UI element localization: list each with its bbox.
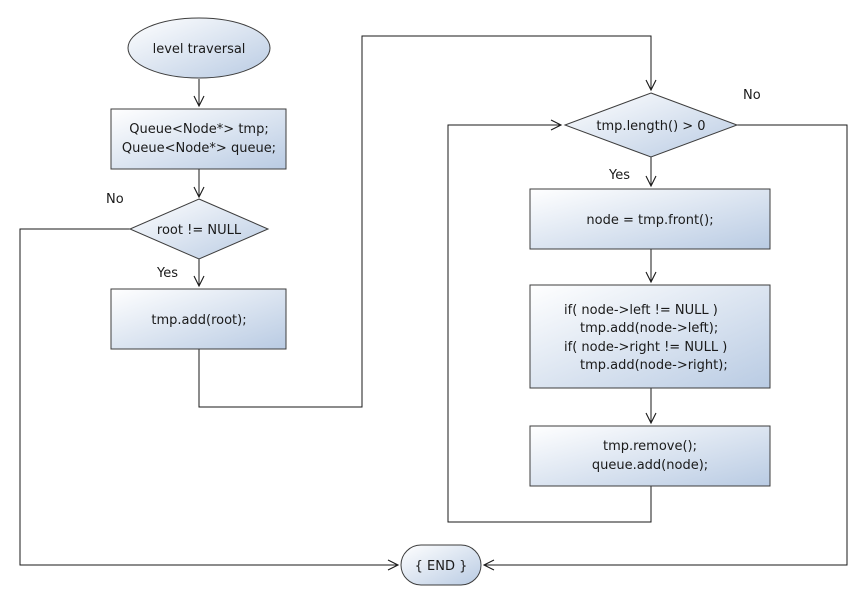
loop-check-diamond: [563, 92, 739, 158]
node-assign-box: [529, 188, 771, 250]
node-assign-process: node = tmp.front();: [529, 188, 771, 250]
loop-check-decision: tmp.length() > 0 No Yes: [563, 88, 761, 183]
root-check-decision: root != NULL No Yes: [106, 192, 270, 281]
connectors: [19, 35, 848, 571]
children-line-4: tmp.add(node->right);: [580, 358, 728, 373]
add-root-label: tmp.add(root);: [151, 313, 246, 328]
children-process: if( node->left != NULL ) tmp.add(node->l…: [529, 284, 771, 389]
start-node: level traversal: [127, 17, 271, 79]
end-node: { END }: [400, 544, 482, 586]
root-check-yes-label: Yes: [156, 266, 178, 281]
children-line-3: if( node->right != NULL ): [564, 340, 727, 355]
edge-loop-no-to-end: [482, 124, 848, 571]
root-check-no-label: No: [106, 192, 124, 207]
edge-root-no-to-end: [19, 228, 400, 571]
remove-line-1: tmp.remove();: [603, 439, 697, 454]
end-terminal: [400, 544, 482, 586]
children-box: [529, 284, 771, 389]
edge-remove-loop-back: [447, 119, 652, 523]
edge-add-root-to-loop: [198, 35, 657, 408]
children-line-2: tmp.add(node->left);: [580, 321, 718, 336]
init-line-1: Queue<Node*> tmp;: [129, 122, 268, 137]
loop-check-label: tmp.length() > 0: [596, 119, 705, 134]
start-ellipse: [127, 17, 271, 79]
root-check-diamond: [128, 198, 270, 260]
children-line-1: if( node->left != NULL ): [564, 303, 718, 318]
init-box: [110, 108, 287, 170]
remove-box: [529, 425, 771, 487]
node-assign-label: node = tmp.front();: [586, 213, 713, 228]
remove-line-2: queue.add(node);: [592, 458, 708, 473]
end-label: { END }: [415, 559, 468, 574]
root-check-label: root != NULL: [157, 223, 242, 238]
add-root-process: tmp.add(root);: [110, 288, 287, 350]
loop-check-no-label: No: [743, 88, 761, 103]
add-root-box: [110, 288, 287, 350]
remove-process: tmp.remove(); queue.add(node);: [529, 425, 771, 487]
start-label: level traversal: [153, 42, 246, 57]
init-line-2: Queue<Node*> queue;: [122, 141, 276, 156]
loop-check-yes-label: Yes: [608, 168, 630, 183]
init-process: Queue<Node*> tmp; Queue<Node*> queue;: [110, 108, 287, 170]
